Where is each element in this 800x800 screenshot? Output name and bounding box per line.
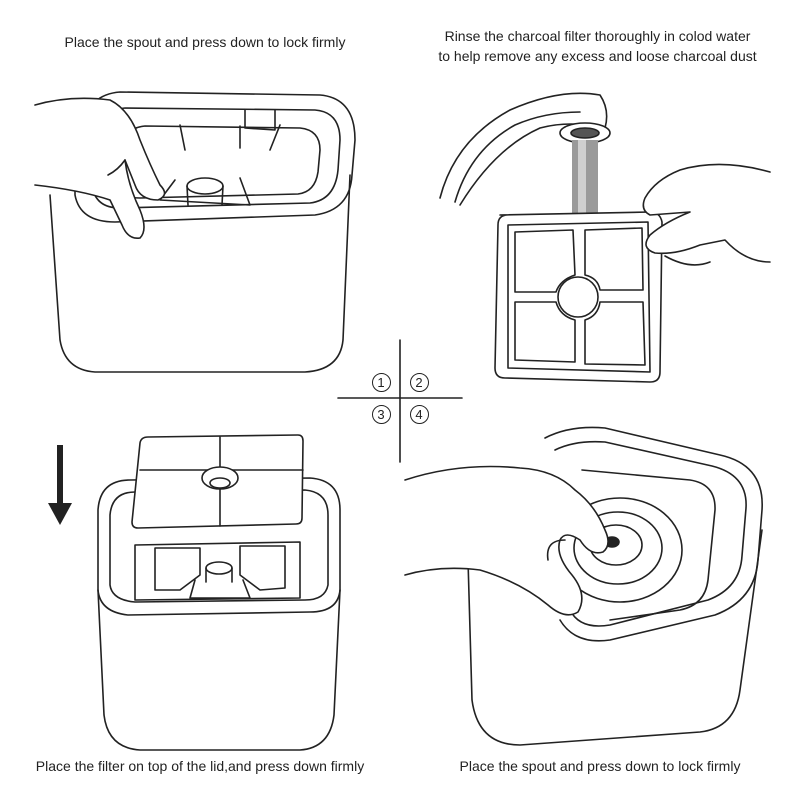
step2-caption-line1: Rinse the charcoal filter thoroughly in … (444, 28, 751, 44)
step-1-marker: 1 (377, 375, 385, 390)
step1-caption: Place the spout and press down to lock f… (64, 34, 346, 50)
step2-rinse-illustration (439, 92, 771, 383)
step3-caption: Place the filter on top of the lid,and p… (35, 758, 365, 774)
step4-caption: Place the spout and press down to lock f… (459, 758, 741, 774)
step-grid-cross (337, 339, 463, 463)
step-3-marker-circle (372, 405, 391, 424)
step2-caption-line2: to help remove any excess and loose char… (438, 48, 757, 64)
step3-filter-illustration (48, 434, 341, 751)
step-4-marker-circle (410, 405, 429, 424)
step-1-marker-circle (372, 373, 391, 392)
step4-press-illustration (404, 426, 763, 746)
step-3-marker: 3 (377, 407, 385, 422)
step2-caption: Rinse the charcoal filter thoroughly in … (395, 26, 800, 66)
step-4-marker: 4 (415, 407, 423, 422)
step-2-marker: 2 (415, 375, 423, 390)
step-2-marker-circle (410, 373, 429, 392)
step1-fountain-illustration (34, 91, 356, 373)
